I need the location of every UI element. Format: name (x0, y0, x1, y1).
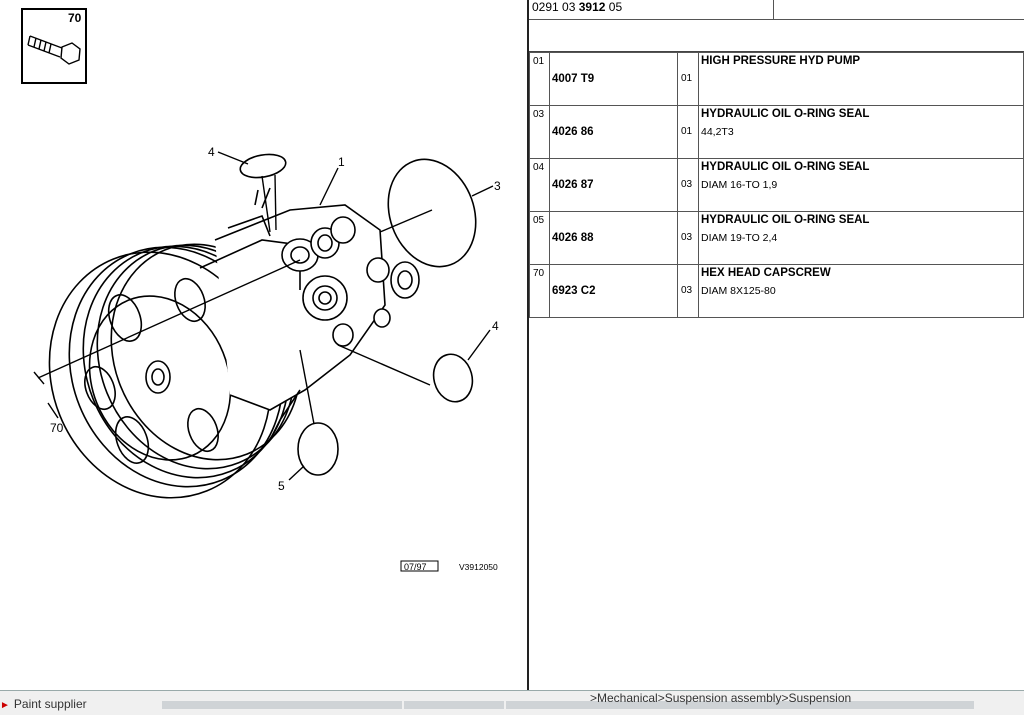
pump-body (199, 187, 420, 441)
arrow-right-icon: ► (0, 700, 10, 711)
part-description: HEX HEAD CAPSCREW (701, 267, 831, 279)
table-row[interactable]: 01 4007 T9 01 HIGH PRESSURE HYD PUMP (529, 52, 1024, 106)
ref-number: 04 (533, 162, 545, 173)
ref-number: 70 (533, 268, 545, 279)
panel-divider (527, 0, 529, 690)
seal-item-3 (387, 158, 477, 268)
part-description: HIGH PRESSURE HYD PUMP (701, 55, 861, 67)
parts-list-panel: 0291 03 3912 05 01 4007 T9 01 HIGH PRESS… (529, 0, 1024, 690)
pump-exploded-diagram[interactable]: 70 (0, 0, 527, 690)
assembly-part-number: 0291 03 3912 05 (529, 0, 774, 19)
label-item-3: 3 (494, 179, 501, 193)
paint-supplier-link[interactable]: ►Paint supplier (0, 697, 87, 711)
table-row[interactable]: 70 6923 C2 03 HEX HEAD CAPSCREW DIAM 8X1… (529, 264, 1024, 318)
bolt-icon (27, 35, 81, 65)
drawing-ref: V3912050 (459, 562, 498, 572)
callout-number: 70 (68, 11, 82, 25)
part-description: HYDRAULIC OIL O-RING SEAL (701, 108, 870, 120)
bottom-navigation-bar: ►Paint supplier >Mechanical>Suspension a… (0, 690, 1024, 715)
part-number[interactable]: 4026 87 (552, 179, 594, 191)
table-row[interactable]: 04 4026 87 03 HYDRAULIC OIL O-RING SEAL … (529, 158, 1024, 212)
seal-item-4-top (239, 153, 287, 179)
seal-item-5 (297, 422, 339, 476)
part-description: HYDRAULIC OIL O-RING SEAL (701, 161, 870, 173)
date-code: 07/97 (404, 562, 427, 572)
drawing-footer: 07/97 V3912050 (400, 560, 498, 572)
toolbar-segment (162, 701, 402, 709)
label-item-1: 1 (338, 155, 345, 169)
part-detail: DIAM 16-TO 1,9 (701, 179, 778, 191)
exploded-diagram-panel: 70 (0, 0, 527, 690)
table-row[interactable]: 05 4026 88 03 HYDRAULIC OIL O-RING SEAL … (529, 211, 1024, 265)
part-description: HYDRAULIC OIL O-RING SEAL (701, 214, 870, 226)
ref-number: 03 (533, 109, 545, 120)
quantity: 03 (681, 232, 693, 243)
part-detail: DIAM 19-TO 2,4 (701, 232, 778, 244)
ref-number: 05 (533, 215, 545, 226)
part-number-header: 0291 03 3912 05 (529, 0, 1024, 20)
label-item-70: 70 (50, 421, 64, 435)
toolbar-segment (404, 701, 504, 709)
ref-number: 01 (533, 56, 545, 67)
seal-item-4-right (432, 353, 474, 403)
label-item-5: 5 (278, 479, 285, 493)
part-number[interactable]: 4007 T9 (552, 73, 595, 85)
quantity: 01 (681, 126, 693, 137)
breadcrumb[interactable]: >Mechanical>Suspension assembly>Suspensi… (590, 691, 852, 705)
toolbar-segment (506, 701, 974, 709)
part-number[interactable]: 4026 86 (552, 126, 594, 138)
part-number[interactable]: 4026 88 (552, 232, 594, 244)
leader-lines (33, 151, 494, 481)
label-item-4-top: 4 (208, 145, 215, 159)
part-detail: DIAM 8X125-80 (701, 285, 776, 297)
bolt-callout-box: 70 (21, 8, 87, 84)
label-item-4-right: 4 (492, 319, 499, 333)
header-spacer (529, 20, 1024, 52)
part-number[interactable]: 6923 C2 (552, 285, 596, 297)
part-detail: 44,2T3 (701, 126, 734, 138)
table-row[interactable]: 03 4026 86 01 HYDRAULIC OIL O-RING SEAL … (529, 105, 1024, 159)
quantity: 01 (681, 73, 693, 84)
parts-table: 01 4007 T9 01 HIGH PRESSURE HYD PUMP 03 … (529, 52, 1024, 318)
quantity: 03 (681, 285, 693, 296)
quantity: 03 (681, 179, 693, 190)
